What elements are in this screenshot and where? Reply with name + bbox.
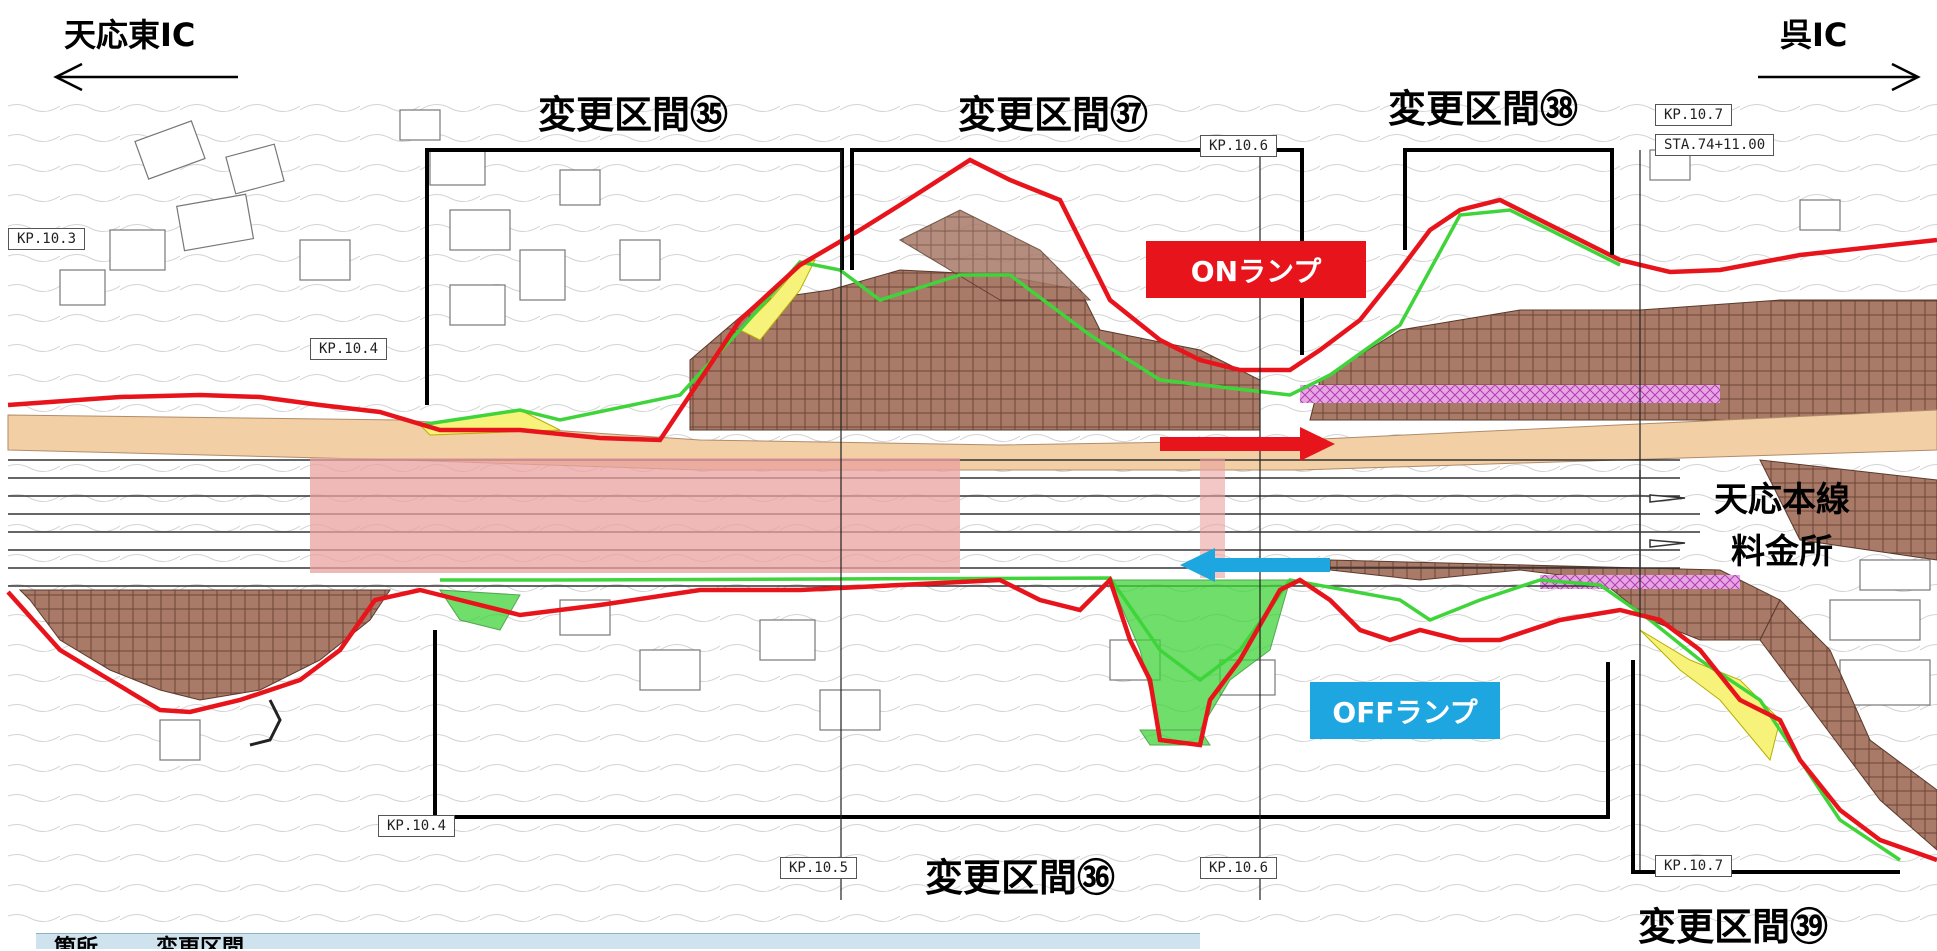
section-label-35: 変更区間㉟: [538, 93, 729, 137]
kp-label-10-6-top: KP.10.6: [1200, 135, 1278, 157]
sta-label-top: STA.74+11.00: [1655, 134, 1775, 156]
kp-label-10-6-bottom: KP.10.6: [1200, 857, 1278, 879]
bracket-36: [433, 630, 1610, 819]
kp-label-10-7-bottom: KP.10.7: [1655, 855, 1733, 877]
kp-label-10-4-top: KP.10.4: [310, 338, 388, 360]
bracket-38: [1403, 148, 1614, 255]
legend-table: 箇所 変更区間: [36, 933, 1200, 949]
mainline-widening: [310, 458, 960, 573]
section-label-36: 変更区間㊱: [925, 856, 1116, 900]
east-direction-label: 呉IC: [1780, 16, 1848, 54]
legend-col-location: 箇所: [54, 936, 99, 949]
tollgate-label-line2: 料金所: [1731, 532, 1833, 572]
changed-boundary-line: [7, 157, 1937, 443]
original-boundary-line: [419, 208, 1621, 427]
section-label-39: 変更区間㊴: [1638, 905, 1829, 949]
off-ramp-arrow: [1180, 548, 1330, 582]
on-ramp-label: ONランプ: [1146, 241, 1366, 298]
west-direction-label: 天応東IC: [64, 16, 196, 54]
tollgate-label-line1: 天応本線: [1714, 480, 1850, 520]
access-road: [249, 699, 282, 747]
bracket-35: [425, 148, 844, 405]
kp-label-10-5: KP.10.5: [780, 857, 858, 879]
section-label-37: 変更区間㊲: [958, 93, 1149, 137]
kp-label-10-4-bottom: KP.10.4: [378, 815, 456, 837]
legend-col-section: 変更区間: [156, 936, 245, 949]
tollgate-label: 天応本線 料金所: [1714, 474, 1850, 578]
kp-label-10-3: KP.10.3: [8, 228, 86, 250]
off-ramp-label: OFFランプ: [1310, 682, 1500, 739]
bracket-39: [1631, 660, 1900, 874]
on-ramp-arrow: [1160, 427, 1335, 461]
toll-gate: [1639, 470, 1686, 575]
kp-label-10-7-top: KP.10.7: [1655, 104, 1733, 126]
section-label-38: 変更区間㊳: [1388, 87, 1579, 131]
direction-arrows: [53, 62, 1921, 92]
